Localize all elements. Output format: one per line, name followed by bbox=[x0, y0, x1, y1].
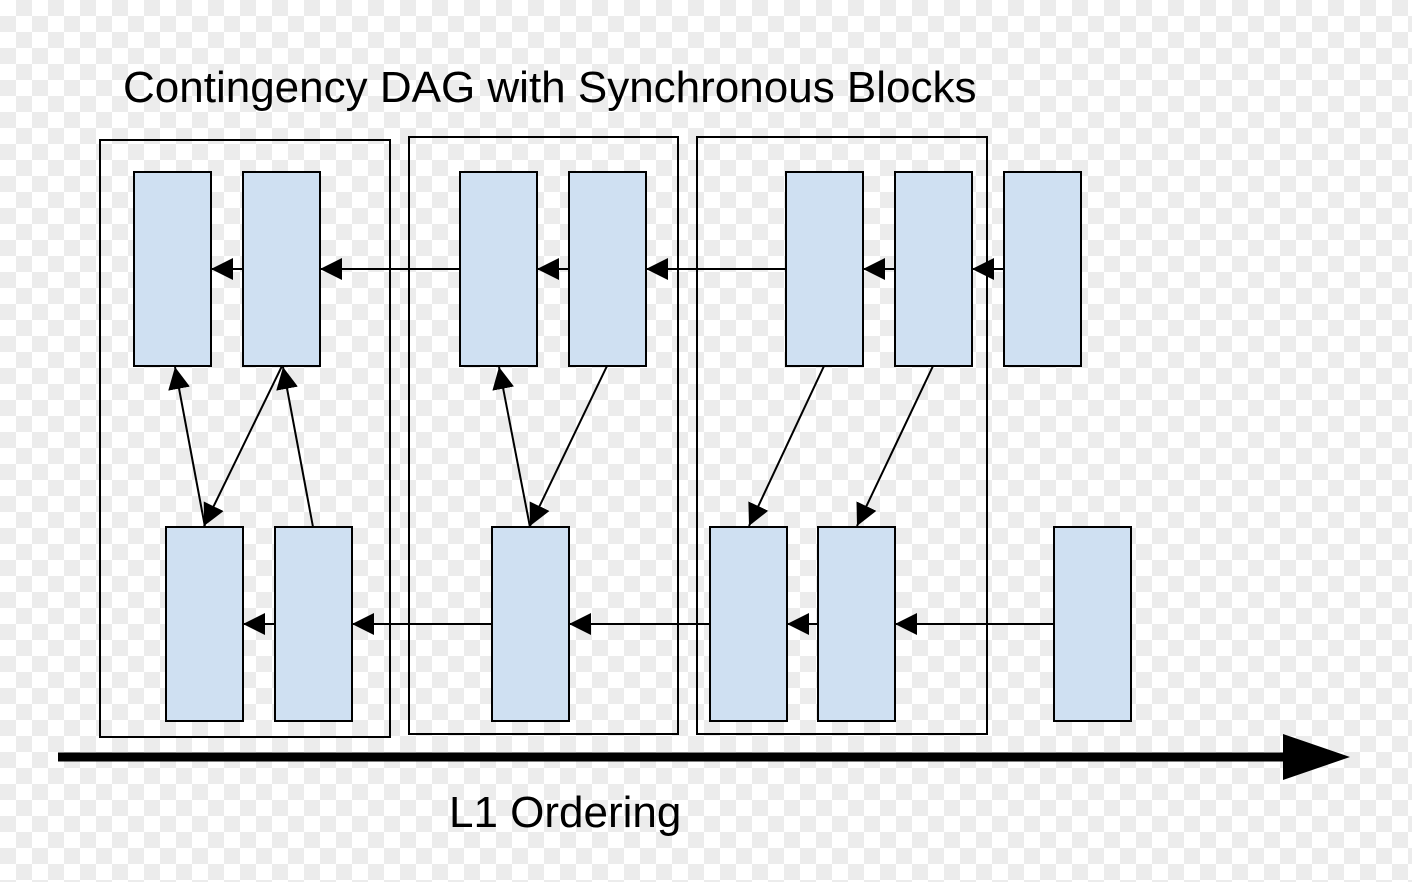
edge-top-2-to-bottom-1 bbox=[203, 365, 283, 527]
node-bottom-1 bbox=[165, 526, 244, 722]
edge-bottom-3-to-top-3 bbox=[492, 366, 531, 528]
edge-bottom-1-to-top-1 bbox=[168, 366, 206, 528]
sync-block-1 bbox=[99, 139, 391, 738]
edge-bottom-2-to-top-2 bbox=[276, 366, 314, 528]
node-top-2 bbox=[242, 171, 321, 367]
node-bottom-3 bbox=[491, 526, 570, 722]
node-top-1 bbox=[133, 171, 212, 367]
axis-label: L1 Ordering bbox=[449, 788, 681, 837]
diagram-title: Contingency DAG with Synchronous Blocks bbox=[123, 63, 977, 112]
node-top-5 bbox=[785, 171, 864, 367]
node-top-4 bbox=[568, 171, 647, 367]
node-top-6 bbox=[894, 171, 973, 367]
sync-block-3 bbox=[696, 136, 988, 735]
edge-top-6-to-bottom-5 bbox=[856, 365, 934, 527]
node-bottom-2 bbox=[274, 526, 353, 722]
node-bottom-4 bbox=[709, 526, 788, 722]
node-bottom-5 bbox=[817, 526, 896, 722]
edge-top-4-to-bottom-3 bbox=[529, 365, 608, 527]
node-top-3 bbox=[459, 171, 538, 367]
l1-ordering-axis bbox=[58, 734, 1350, 780]
edge-top-5-to-bottom-4 bbox=[748, 365, 825, 527]
node-bottom-6 bbox=[1053, 526, 1132, 722]
edges-layer bbox=[168, 258, 1054, 635]
nodes-layer bbox=[133, 171, 1132, 722]
axis-arrowhead bbox=[1283, 734, 1350, 780]
sync-block-2 bbox=[408, 136, 679, 735]
sync-blocks-layer bbox=[99, 136, 988, 738]
node-top-7 bbox=[1003, 171, 1082, 367]
